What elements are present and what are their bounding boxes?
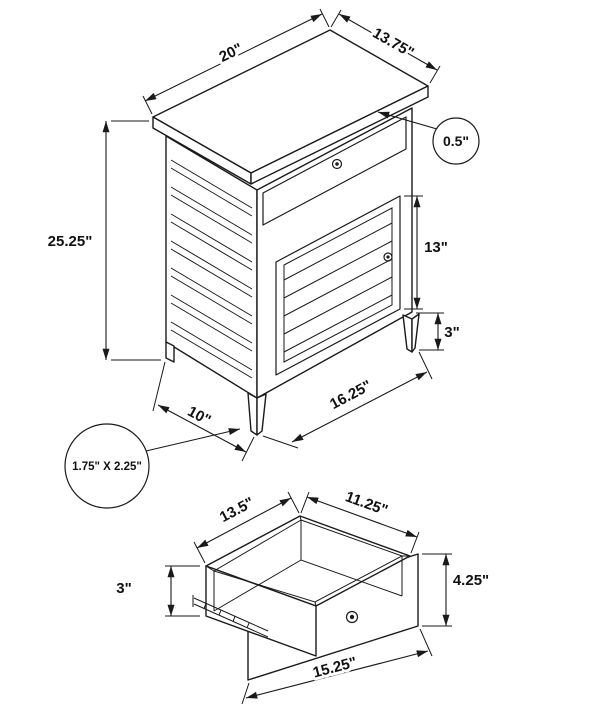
table-drawing [152, 29, 429, 436]
drawer-slide-rail [192, 595, 269, 638]
front-leg-left-face [247, 392, 258, 436]
door-inner-frame [283, 207, 393, 363]
drawer-interior-edges [213, 520, 403, 612]
door-knob-dot [386, 255, 390, 259]
dim-label-top-thickness: 0.5" [443, 133, 469, 149]
drawer-drawing [192, 515, 419, 681]
panel-knob-dot [349, 614, 355, 620]
table-legs [165, 313, 420, 436]
front-leg-right-face [256, 393, 267, 436]
drawer-box [205, 515, 411, 657]
right-leg-right-face [411, 313, 420, 353]
drawer-knob-dot [335, 162, 339, 166]
extension-line [416, 312, 444, 351]
extension-line [111, 120, 161, 361]
table-front-panel [256, 107, 413, 399]
extension-line [152, 361, 255, 462]
dim-label-overall-height: 25.25" [48, 233, 93, 250]
dim-overall-height: 25.25" [45, 120, 161, 361]
dimension-line [245, 650, 429, 699]
door-outline [275, 195, 401, 376]
extension-line [193, 491, 300, 564]
extension-line [330, 9, 441, 84]
extension-line [422, 553, 452, 627]
dim-label-door-height: 13" [424, 239, 448, 256]
door-knob-ring [383, 252, 393, 262]
louver-slats [170, 159, 253, 379]
drawer-knob [331, 158, 343, 170]
extension-line [165, 565, 200, 617]
extension-line [404, 195, 423, 310]
dimension-line [157, 404, 247, 453]
dim-label-drawer-side-height: 3" [116, 580, 131, 597]
door-louvers [283, 222, 393, 353]
dimension-line [144, 13, 323, 102]
dimension-line [338, 13, 438, 71]
dim-label-drawer-width: 11.25" [343, 488, 390, 519]
dim-drawer-side-height: 3" [113, 565, 200, 617]
dim-top-thickness: 0.5" [377, 111, 480, 165]
back-left-leg-face [165, 341, 175, 363]
dim-label-base-width: 16.25" [327, 377, 374, 413]
table-top-edge-front [250, 85, 429, 185]
dim-drawer-front-height: 4.25" [422, 553, 492, 627]
extension-line [262, 351, 433, 449]
dim-leg-cross-section: 1.75" X 2.25" [64, 423, 241, 509]
extension-line [142, 8, 330, 115]
door-knob [383, 252, 393, 262]
leader-line [145, 428, 241, 452]
dimension-line [306, 496, 418, 538]
panel-knob-ring [345, 610, 359, 624]
right-leg-left-face [402, 314, 413, 353]
drawer-front-outline [262, 116, 407, 226]
dim-door-height: 13" [404, 195, 451, 310]
dim-leg-height: 3" [416, 312, 463, 351]
dim-label-drawer-front-height: 4.25" [453, 572, 489, 589]
rim-corner-joins [205, 515, 410, 607]
dim-label-drawer-depth: 13.5" [217, 494, 257, 526]
drawer-knob-ring [331, 158, 343, 170]
drawer-panel-knob [345, 610, 359, 624]
dimension-line [291, 371, 428, 443]
dim-label-top-width: 20" [217, 40, 246, 66]
callout-circle [64, 423, 150, 509]
dimension-line [196, 497, 292, 549]
callout-circle [432, 117, 480, 165]
dim-label-base-depth: 10" [185, 403, 214, 429]
leader-line [377, 111, 438, 130]
rail-screws [203, 602, 250, 629]
dim-label-leg-cross-section: 1.75" X 2.25" [72, 461, 142, 473]
dim-label-leg-height: 3" [444, 324, 459, 341]
extension-line [300, 491, 420, 554]
table-side-panel [165, 135, 258, 399]
